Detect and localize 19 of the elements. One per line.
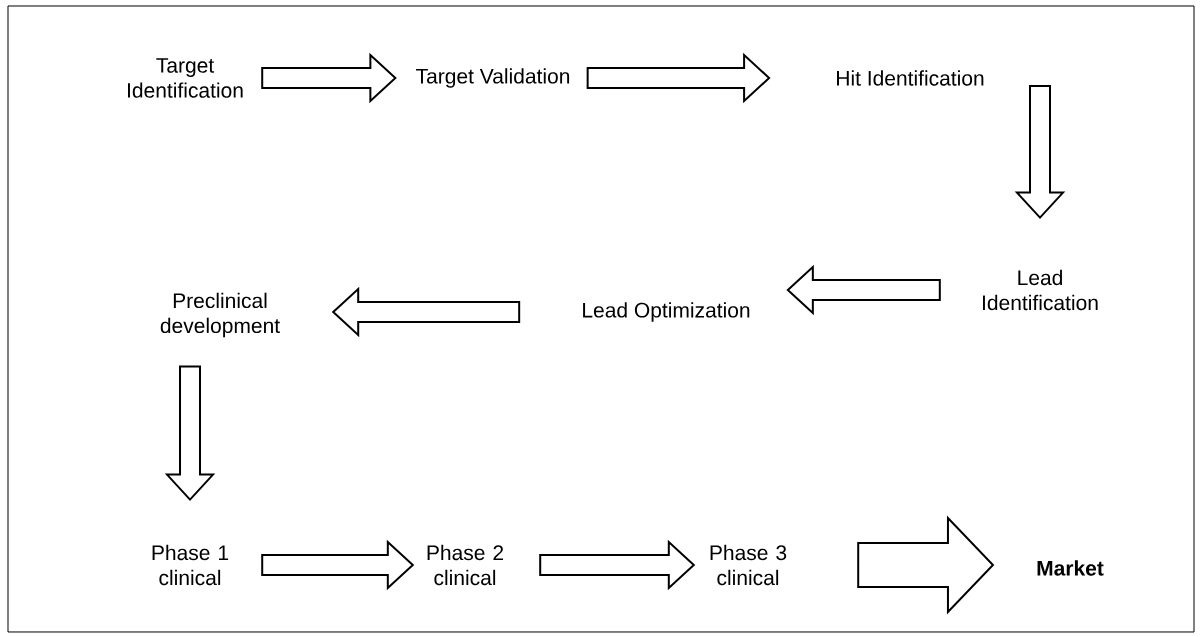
stage-label: Hit Identification — [837, 70, 984, 86]
block-arrow — [261, 52, 397, 104]
stage-label: Preclinical development — [160, 292, 280, 338]
block-arrow — [586, 52, 771, 104]
block-arrow — [164, 365, 216, 502]
stage-label: Market — [1037, 560, 1104, 576]
block-arrow — [331, 286, 521, 338]
block-arrow — [539, 539, 696, 591]
stage-label: Phase 3 clinical — [710, 544, 787, 586]
stage-label: Target Validation — [416, 68, 570, 88]
stage-label: Phase 2 clinical — [427, 544, 504, 586]
block-arrow — [1014, 84, 1066, 220]
stage-label: Phase 1 clinical — [152, 544, 229, 586]
block-arrow — [786, 264, 941, 316]
stage-label: Lead Identification — [983, 269, 1098, 311]
stage-label: Target Identification — [128, 58, 243, 98]
block-arrow — [261, 539, 415, 591]
block-arrow — [857, 515, 995, 615]
stage-label: Lead Optimization — [583, 302, 750, 322]
